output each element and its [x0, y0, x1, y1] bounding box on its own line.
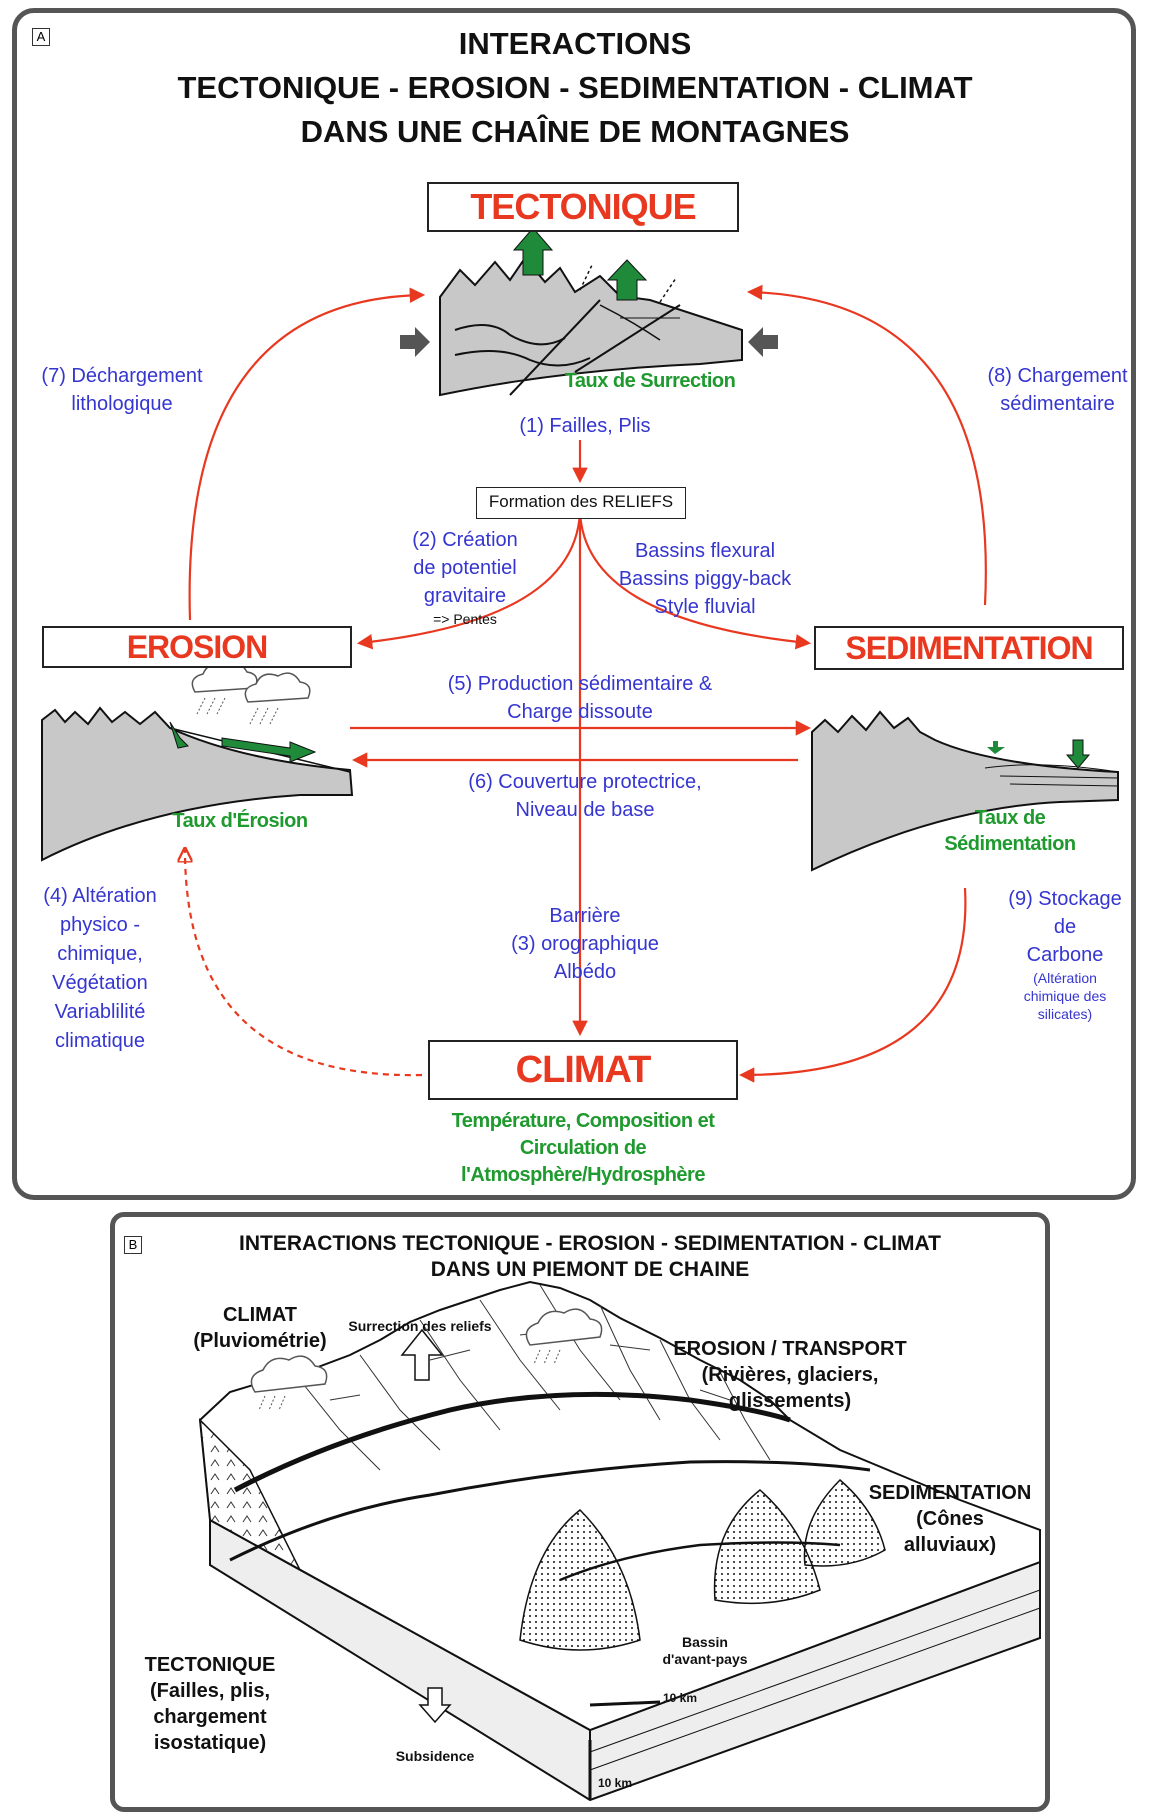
- link-1-label: (1) Failles, Plis: [519, 415, 651, 437]
- b-scale-vertical-label: 10 km: [597, 1776, 633, 1790]
- deposit-arrow-icon: [1065, 739, 1091, 769]
- panel-b: [110, 1212, 1050, 1812]
- node-climat: CLIMAT: [428, 1040, 738, 1100]
- cloud-icon: [525, 1308, 603, 1346]
- arrow-climat-to-erosion: [185, 850, 423, 1077]
- label-atmosphere: Température, Composition et Circulation …: [451, 1110, 715, 1186]
- link-4-label: (4) Altération physico - chimique, Végét…: [43, 885, 157, 1052]
- node-erosion: EROSION: [42, 626, 352, 668]
- alluvial-fan: [803, 1478, 886, 1567]
- arrow-sedimentation-to-tectonique: [746, 284, 987, 606]
- b-surrection-label: Surrection des reliefs: [348, 1318, 492, 1334]
- cloud-icon: [244, 672, 311, 703]
- panel-a-tag: A: [32, 28, 50, 46]
- b-scale-horizontal-label: 10 km: [662, 1691, 698, 1705]
- label-taux-sedimentation: Taux de Sédimentation: [944, 807, 1076, 855]
- link-2-label: (2) Création de potentiel gravitaire => …: [412, 529, 518, 627]
- panel-b-title-line-1: INTERACTIONS TECTONIQUE - EROSION - SEDI…: [239, 1232, 941, 1255]
- b-climat-label: CLIMAT (Pluviométrie): [193, 1304, 327, 1352]
- cloud-icon: [250, 1355, 328, 1393]
- arrow-reliefs-to-erosion: [356, 511, 582, 650]
- uplift-arrow-icon: [512, 227, 554, 276]
- b-tectonique-label: TECTONIQUE (Failles, plis, chargement is…: [144, 1654, 276, 1754]
- link-6-label: (6) Couverture protectrice, Niveau de ba…: [468, 771, 702, 821]
- scale-bar-horizontal: [589, 1700, 661, 1707]
- sedimentation-block-illustration: [811, 710, 1119, 872]
- subsidence-open-arrow-icon: [418, 1687, 452, 1724]
- erosion-block-illustration: [41, 662, 354, 862]
- node-tectonique: TECTONIQUE: [427, 182, 739, 232]
- arrow-erosion-to-tectonique: [188, 287, 426, 621]
- mountain-surface: [198, 1280, 1041, 1732]
- panel-a-title-line-1: INTERACTIONS: [458, 26, 692, 61]
- compression-right-icon: [748, 327, 778, 357]
- link-3-label: Barrière (3) orographique Albédo: [511, 905, 659, 983]
- alluvial-fan: [519, 1508, 641, 1651]
- link-5-label: (5) Production sédimentaire & Charge dis…: [447, 673, 713, 723]
- uplift-arrow-icon: [606, 259, 648, 301]
- panel-b-tag: B: [124, 1236, 142, 1254]
- node-formation-reliefs: Formation des RELIEFS: [476, 487, 686, 519]
- thrust-fault: [233, 1391, 791, 1493]
- erosion-arrow-icon: [221, 737, 317, 763]
- b-sedimentation-label: SEDIMENTATION (Cônes alluviaux): [868, 1482, 1032, 1556]
- link-7-label: (7) Déchargement lithologique: [41, 365, 203, 415]
- panel-b-title-line-2: DANS UN PIEMONT DE CHAINE: [430, 1258, 750, 1281]
- label-taux-surrection: Taux de Surrection: [564, 370, 736, 392]
- b-erosion-label: EROSION / TRANSPORT (Rivières, glaciers,…: [673, 1338, 907, 1412]
- deposit-arrow-icon: [987, 741, 1005, 754]
- arrow-sedimentation-to-climat: [738, 887, 967, 1083]
- panel-a-diagram: [41, 227, 1119, 1083]
- uplift-open-arrow-icon: [400, 1328, 444, 1381]
- thrust-fault: [229, 1460, 871, 1562]
- alluvial-fan: [713, 1489, 821, 1605]
- compression-left-icon: [400, 327, 430, 357]
- b-subsidence-label: Subsidence: [395, 1748, 475, 1764]
- link-8-label: (8) Chargement sédimentaire: [987, 365, 1128, 415]
- uplift-block-illustration: [400, 227, 778, 397]
- link-9-label: (9) Stockage de Carbone (Altération chim…: [1008, 888, 1122, 1022]
- erosion-arrow-icon: [169, 721, 190, 749]
- arrow-reliefs-to-sedimentation: [578, 511, 812, 650]
- panel-a-title-line-2: TECTONIQUE - EROSION - SEDIMENTATION - C…: [177, 70, 973, 105]
- panel-a-title-line-3: DANS UNE CHAÎNE DE MONTAGNES: [300, 114, 850, 149]
- link-bassins-label: Bassins flexural Bassins piggy-back Styl…: [618, 540, 792, 618]
- b-bassin-label: Bassin d'avant-pays: [662, 1634, 748, 1667]
- label-taux-erosion: Taux d'Érosion: [172, 810, 308, 832]
- node-sedimentation: SEDIMENTATION: [814, 626, 1124, 670]
- panel-a: [12, 8, 1136, 1200]
- section-left: [199, 1417, 302, 1572]
